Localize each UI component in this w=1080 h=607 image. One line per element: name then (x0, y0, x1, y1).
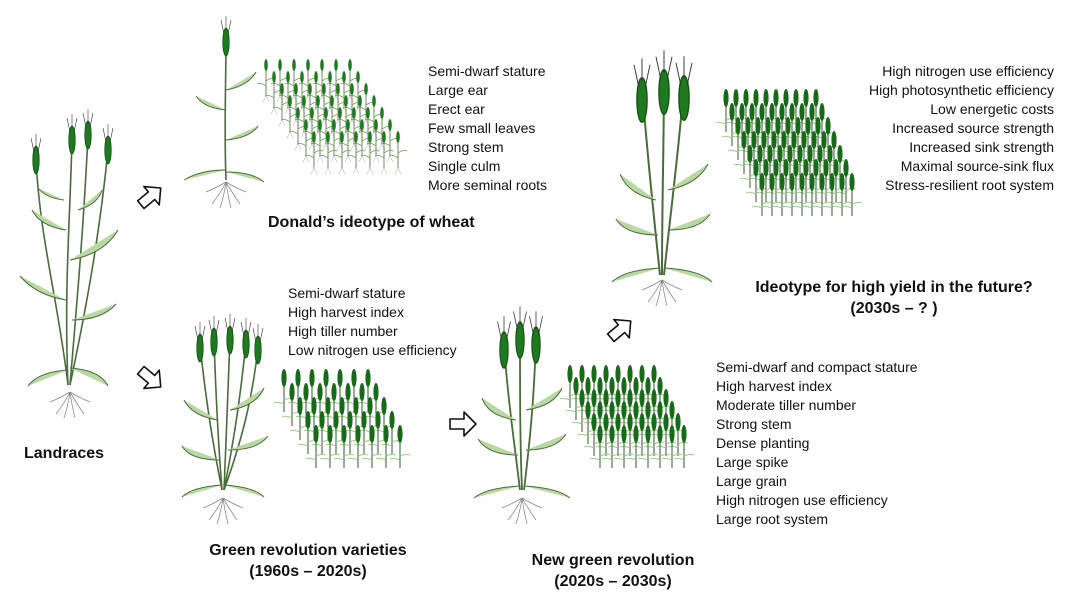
trait-item: Increased source strength (892, 120, 1054, 136)
trait-item: Large root system (716, 511, 829, 527)
new-green-revolution-plant-icon (473, 305, 571, 525)
green-revolution-trait-list: Semi-dwarf stature High harvest index Hi… (288, 284, 457, 360)
trait-item: Semi-dwarf and compact stature (716, 359, 918, 375)
trait-item: Single culm (428, 158, 501, 174)
new-green-revolution-trait-list: Semi-dwarf and compact stature High harv… (716, 358, 918, 529)
new-green-revolution-title: New green revolution (2020s – 2030s) (518, 550, 708, 592)
future-name: Ideotype for high yield in the future? (755, 279, 1033, 296)
trait-item: High nitrogen use efficiency (882, 63, 1054, 79)
arrow-to-donald-icon (132, 178, 170, 215)
trait-item: Strong stem (716, 416, 792, 432)
new-green-revolution-period: (2020s – 2030s) (554, 573, 672, 590)
trait-item: High photosynthetic efficiency (869, 82, 1054, 98)
trait-item: Stress-resilient root system (885, 177, 1054, 193)
trait-item: Low nitrogen use efficiency (288, 342, 457, 358)
trait-item: Strong stem (428, 139, 504, 155)
trait-item: Large grain (716, 473, 787, 489)
trait-item: Low energetic costs (930, 101, 1054, 117)
donald-field-icon (256, 58, 408, 175)
trait-item: High nitrogen use efficiency (716, 492, 888, 508)
arrow-to-green-revolution-icon (132, 360, 170, 397)
trait-item: Increased sink strength (909, 139, 1054, 155)
trait-item: Large ear (428, 82, 488, 98)
future-plant-icon (611, 49, 713, 307)
future-period: (2030s – ? ) (850, 300, 938, 317)
trait-item: More seminal roots (428, 177, 548, 193)
trait-item: Few small leaves (428, 120, 536, 136)
trait-item: Semi-dwarf stature (428, 63, 546, 79)
future-field-icon (715, 88, 863, 217)
donald-plant-icon (183, 15, 265, 209)
landraces-title: Landraces (24, 445, 105, 462)
trait-item: Dense planting (716, 435, 810, 451)
arrow-to-new-green-revolution-icon (449, 411, 477, 437)
new-green-revolution-name: New green revolution (531, 552, 695, 569)
arrow-to-future-icon (602, 311, 640, 348)
future-title: Ideotype for high yield in the future? (… (736, 277, 1052, 319)
trait-item: Large spike (716, 454, 789, 470)
green-revolution-period: (1960s – 2020s) (249, 563, 367, 580)
green-revolution-plant-icon (181, 313, 269, 525)
landrace-plant-icon (19, 108, 119, 419)
donald-title: Donald’s ideotype of wheat (268, 214, 475, 231)
green-revolution-name: Green revolution varieties (209, 542, 407, 559)
new-green-revolution-field-icon (559, 364, 695, 469)
future-trait-list: High nitrogen use efficiency High photos… (869, 62, 1054, 195)
trait-item: Semi-dwarf stature (288, 285, 406, 301)
green-revolution-field-icon (273, 368, 411, 469)
trait-item: Erect ear (428, 101, 485, 117)
donald-trait-list: Semi-dwarf stature Large ear Erect ear F… (428, 62, 547, 195)
trait-item: Maximal source-sink flux (900, 158, 1054, 174)
trait-item: Moderate tiller number (716, 397, 857, 413)
trait-item: High harvest index (288, 304, 404, 320)
green-revolution-title: Green revolution varieties (1960s – 2020… (196, 540, 420, 582)
trait-item: High tiller number (288, 323, 398, 339)
trait-item: High harvest index (716, 378, 832, 394)
